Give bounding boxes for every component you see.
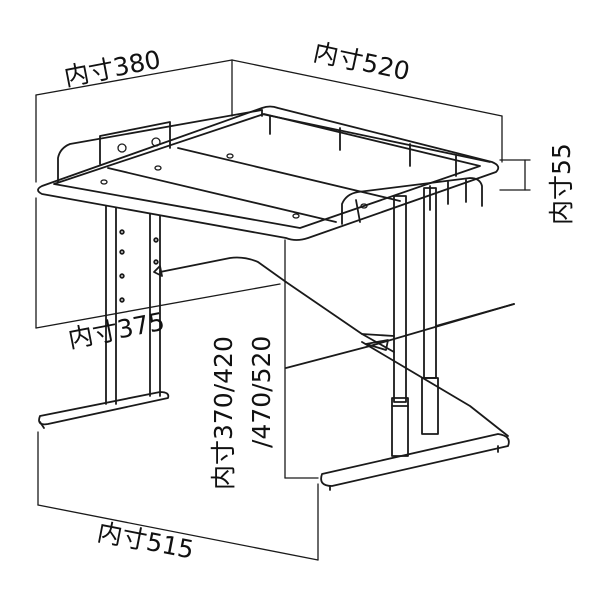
left-leg-assembly [38, 205, 170, 429]
label-rail-height: 内寸55 [547, 143, 576, 225]
dimension-lines [35, 59, 531, 561]
label-height-options-2: /470/520 [247, 336, 276, 448]
label-top-depth: 内寸380 [62, 45, 163, 92]
tray-bolt-holes [100, 137, 368, 219]
dimension-labels: 内寸380 内寸520 内寸55 内寸375 内寸370/420 /470/52… [62, 38, 576, 565]
label-height-options-1: 内寸370/420 [209, 336, 238, 490]
right-leg-assembly [320, 187, 510, 491]
cross-bracing [153, 256, 515, 437]
label-base-width: 内寸515 [95, 517, 196, 564]
top-tray [37, 105, 500, 241]
